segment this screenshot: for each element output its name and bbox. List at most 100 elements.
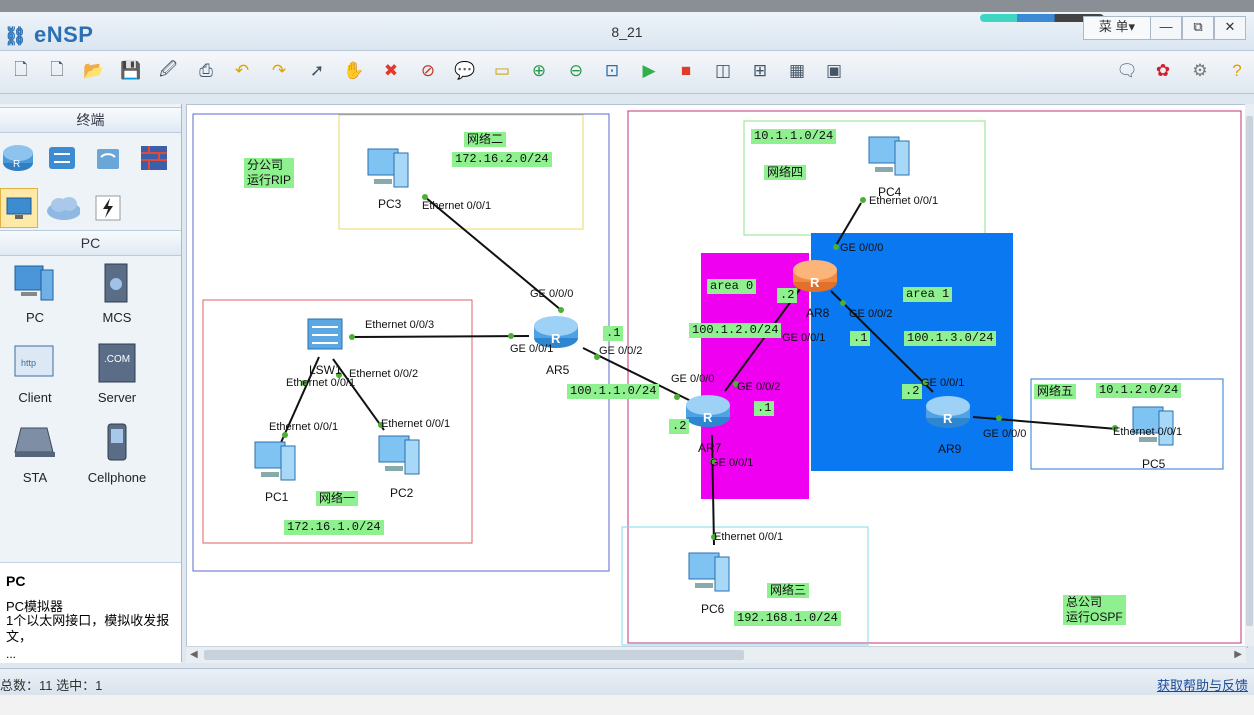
device-item-client[interactable]: http Client bbox=[0, 342, 70, 405]
net1-frame bbox=[202, 299, 473, 544]
vertical-scrollbar[interactable] bbox=[1245, 104, 1254, 646]
delete-link-icon[interactable]: ⊘ bbox=[420, 61, 436, 80]
description-line1: PC模拟器 bbox=[6, 599, 64, 614]
rectangle-icon[interactable]: ▭ bbox=[493, 61, 511, 80]
settings-icon[interactable]: ⚙ bbox=[1192, 61, 1208, 80]
undo-icon[interactable]: ↶ bbox=[234, 61, 250, 80]
capture-icon[interactable]: ◫ bbox=[714, 61, 732, 80]
device-item-pc[interactable]: PC bbox=[0, 262, 70, 325]
description-more: ... bbox=[6, 647, 17, 661]
area0-label: area 0 bbox=[707, 279, 757, 294]
device-item-mcs[interactable]: MCS bbox=[82, 262, 152, 325]
port-label: GE 0/0/1 bbox=[710, 457, 754, 469]
fit-icon[interactable]: ⊡ bbox=[604, 61, 620, 80]
stop-icon[interactable]: ■ bbox=[680, 61, 692, 80]
topology-drawing bbox=[192, 110, 1242, 646]
hq-frame bbox=[627, 110, 1242, 644]
pc-icon[interactable] bbox=[249, 438, 305, 490]
topology-canvas[interactable]: R R R R PC3 PC1 PC2 PC4 PC5 PC6 LSW1 AR5… bbox=[186, 104, 1248, 648]
port-label: Ethernet 0/0/1 bbox=[1113, 426, 1183, 438]
switch-category-icon[interactable] bbox=[44, 140, 80, 176]
host-id-label: .2 bbox=[902, 384, 923, 399]
horizontal-scroll-thumb[interactable] bbox=[204, 650, 744, 660]
help-icon[interactable]: ? bbox=[1232, 61, 1242, 80]
menu-button[interactable]: 菜 单▾ bbox=[1083, 16, 1151, 40]
switch-icon[interactable] bbox=[302, 315, 348, 355]
topology-icon[interactable]: ⊞ bbox=[752, 61, 768, 80]
select-icon[interactable]: ➚ bbox=[309, 61, 325, 80]
device-label-pc6: PC6 bbox=[701, 602, 725, 616]
device-item-sta[interactable]: STA bbox=[0, 422, 70, 485]
pc-icon[interactable] bbox=[362, 145, 418, 197]
device-label-pc5: PC5 bbox=[1142, 457, 1166, 471]
router-icon[interactable]: R bbox=[532, 311, 582, 351]
router-icon[interactable]: R bbox=[684, 390, 734, 430]
branch-frame bbox=[192, 113, 610, 572]
minimize-button[interactable]: — bbox=[1150, 16, 1182, 40]
toolbar bbox=[0, 51, 1254, 94]
redo-icon[interactable]: ↷ bbox=[271, 61, 287, 80]
zoom-out-icon[interactable]: ⊖ bbox=[568, 61, 584, 80]
link-category-icon[interactable] bbox=[90, 190, 126, 226]
traffic-meter bbox=[980, 14, 1104, 22]
port-label: GE 0/0/1 bbox=[510, 343, 554, 355]
pc-icon[interactable] bbox=[373, 432, 429, 484]
device-label-ar9: AR9 bbox=[938, 442, 962, 456]
vertical-scroll-thumb[interactable] bbox=[1246, 116, 1253, 626]
scroll-right-icon[interactable]: ▶ bbox=[1234, 649, 1242, 660]
router-category-icon[interactable]: R bbox=[0, 140, 36, 176]
area1-label: area 1 bbox=[903, 287, 953, 302]
top-strip bbox=[0, 0, 1254, 12]
link-ar7-ar8-address: 100.1.2.0/24 bbox=[689, 323, 782, 338]
scroll-left-icon[interactable]: ◀ bbox=[190, 649, 198, 660]
device-item-label: Server bbox=[97, 390, 137, 405]
window-title: 8_21 bbox=[611, 24, 643, 40]
device-item-label: STA bbox=[22, 470, 48, 485]
horizontal-scrollbar[interactable]: ◀ ▶ bbox=[186, 646, 1246, 663]
maximize-button[interactable]: ⧉ bbox=[1182, 16, 1214, 40]
device-item-cellphone[interactable]: Cellphone bbox=[82, 422, 152, 485]
message-icon[interactable]: 🗨 bbox=[1116, 61, 1138, 80]
link-ar5-ar7-address: 100.1.1.0/24 bbox=[567, 384, 660, 399]
description-title: PC bbox=[6, 573, 26, 589]
help-feedback-link[interactable]: 获取帮助与反馈 bbox=[1156, 678, 1248, 693]
save-icon[interactable]: 💾 bbox=[120, 61, 142, 80]
pc-icon[interactable] bbox=[683, 549, 739, 601]
zoom-in-icon[interactable]: ⊕ bbox=[531, 61, 547, 80]
port-label: GE 0/0/2 bbox=[737, 381, 781, 393]
wireless-category-icon[interactable] bbox=[90, 140, 126, 176]
print-icon[interactable]: ⎙ bbox=[199, 61, 213, 80]
start-icon[interactable]: ▶ bbox=[642, 61, 656, 80]
device-label-ar8: AR8 bbox=[806, 306, 830, 320]
description-box: PC PC模拟器 1个以太网接口，模拟收发报文， ... bbox=[0, 562, 181, 663]
huawei-icon[interactable]: ✿ bbox=[1155, 61, 1171, 80]
pan-icon[interactable]: ✋ bbox=[343, 61, 365, 80]
terminal-category-icon[interactable] bbox=[0, 188, 38, 228]
firewall-category-icon[interactable] bbox=[136, 140, 172, 176]
open-icon[interactable]: 📂 bbox=[83, 61, 105, 80]
text-icon[interactable]: 💬 bbox=[454, 61, 476, 80]
port-label: Ethernet 0/0/2 bbox=[349, 368, 419, 380]
app-logo: ⛓ eNSP bbox=[4, 22, 94, 47]
new-topology-alt-icon[interactable]: 🗋 bbox=[50, 59, 64, 79]
grid-icon[interactable]: ▦ bbox=[788, 61, 806, 80]
net5-address: 10.1.2.0/24 bbox=[1096, 383, 1182, 398]
host-id-label: .1 bbox=[754, 401, 775, 416]
device-item-server[interactable]: .COM Server bbox=[82, 342, 152, 405]
branch-label: 分公司 运行RIP bbox=[244, 158, 295, 188]
pc-header: PC bbox=[0, 230, 181, 256]
pc-icon[interactable] bbox=[863, 133, 919, 185]
net5-frame bbox=[1030, 378, 1224, 470]
router-icon[interactable]: R bbox=[924, 391, 974, 431]
save-as-icon[interactable]: 🖉 bbox=[158, 59, 178, 79]
pc-icon[interactable] bbox=[1127, 403, 1183, 455]
new-topology-icon[interactable]: 🗋 bbox=[14, 59, 28, 79]
close-button[interactable]: ✕ bbox=[1214, 16, 1246, 40]
cloud-category-icon[interactable] bbox=[44, 190, 80, 226]
router-icon[interactable]: R bbox=[791, 255, 841, 295]
console-icon[interactable]: ▣ bbox=[825, 61, 843, 80]
app-logo-text: eNSP bbox=[33, 22, 94, 47]
delete-icon[interactable]: ✖ bbox=[383, 61, 399, 80]
port-label: GE 0/0/0 bbox=[983, 428, 1027, 440]
device-label-ar7: AR7 bbox=[698, 441, 722, 455]
